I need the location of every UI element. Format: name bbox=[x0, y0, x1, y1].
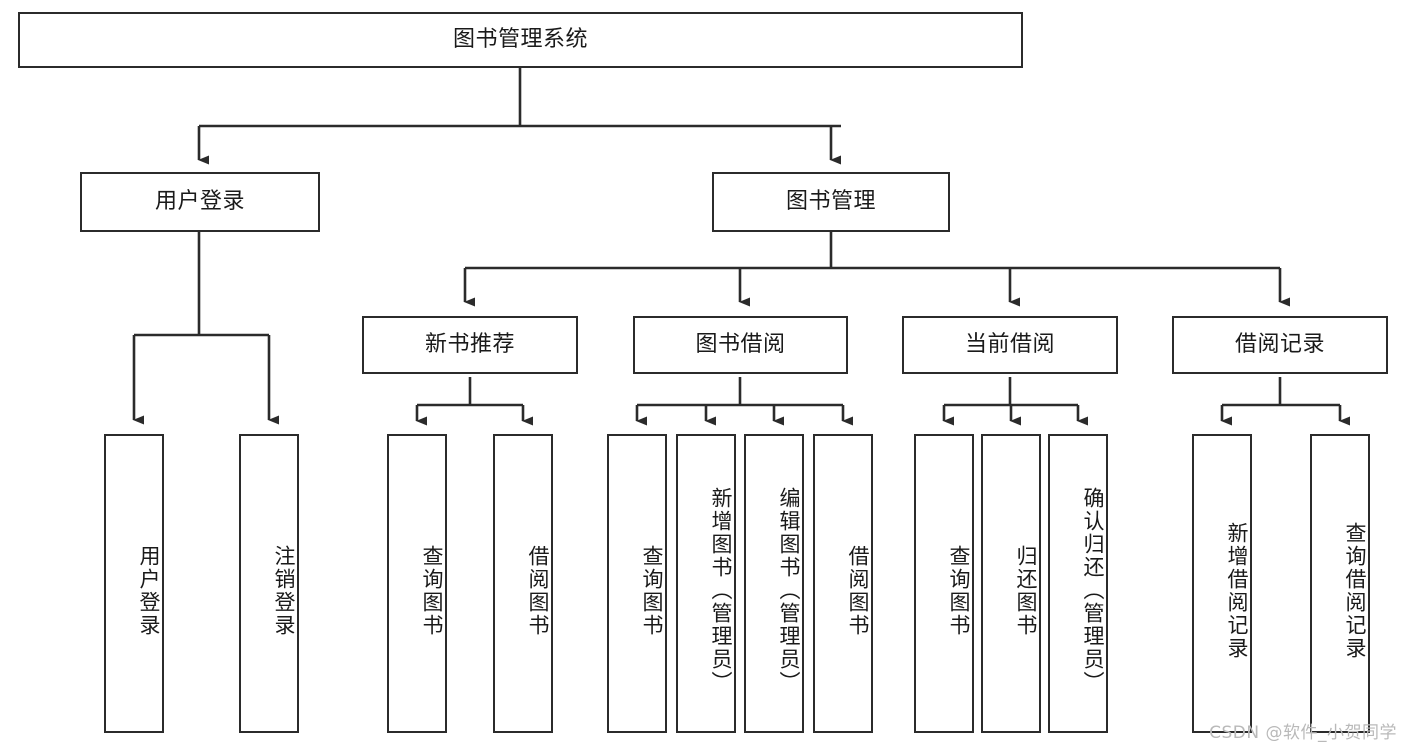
node-label: 用户登录 bbox=[137, 544, 161, 637]
node-book-management[interactable]: 图书管理 bbox=[712, 172, 950, 232]
leaf-borrow-record-add-record[interactable]: 新增借阅记录 bbox=[1192, 434, 1252, 733]
leaf-current-borrow-return-book[interactable]: 归还图书 bbox=[981, 434, 1041, 733]
leaf-current-borrow-confirm-return-admin[interactable]: 确认归还（管理员） bbox=[1048, 434, 1108, 733]
leaf-book-borrow-edit-book-admin[interactable]: 编辑图书（管理员） bbox=[744, 434, 804, 733]
node-label: 归还图书 bbox=[1014, 544, 1038, 637]
leaf-new-book-query-book[interactable]: 查询图书 bbox=[387, 434, 447, 733]
leaf-borrow-record-query-record[interactable]: 查询借阅记录 bbox=[1310, 434, 1370, 733]
node-label: 查询借阅记录 bbox=[1343, 521, 1367, 660]
node-label: 新增借阅记录 bbox=[1225, 521, 1249, 660]
node-label: 借阅记录 bbox=[1234, 331, 1325, 357]
leaf-book-borrow-borrow-book[interactable]: 借阅图书 bbox=[813, 434, 873, 733]
node-label: 图书管理 bbox=[785, 188, 876, 214]
node-label: 图书借阅 bbox=[695, 331, 786, 357]
node-label: 查询图书 bbox=[420, 544, 444, 637]
node-user-login[interactable]: 用户登录 bbox=[80, 172, 320, 232]
node-label: 用户登录 bbox=[154, 188, 245, 214]
node-label: 查询图书 bbox=[947, 544, 971, 637]
node-book-borrow[interactable]: 图书借阅 bbox=[633, 316, 848, 374]
node-label: 图书管理系统 bbox=[452, 26, 588, 52]
node-label: 借阅图书 bbox=[846, 544, 870, 637]
node-label: 查询图书 bbox=[640, 544, 664, 637]
node-label: 注销登录 bbox=[272, 544, 296, 637]
node-current-borrow[interactable]: 当前借阅 bbox=[902, 316, 1118, 374]
node-label: 当前借阅 bbox=[964, 331, 1055, 357]
leaf-book-borrow-query-book[interactable]: 查询图书 bbox=[607, 434, 667, 733]
csdn-watermark: CSDN @软件_小贺同学 bbox=[1209, 723, 1397, 743]
node-new-book-recommend[interactable]: 新书推荐 bbox=[362, 316, 578, 374]
node-label: 编辑图书（管理员） bbox=[777, 487, 801, 694]
node-label: 新增图书（管理员） bbox=[709, 487, 733, 694]
node-label: 确认归还（管理员） bbox=[1081, 487, 1105, 694]
node-label: 借阅图书 bbox=[526, 544, 550, 637]
leaf-new-book-borrow-book[interactable]: 借阅图书 bbox=[493, 434, 553, 733]
node-borrow-record[interactable]: 借阅记录 bbox=[1172, 316, 1388, 374]
leaf-user-login-logout[interactable]: 注销登录 bbox=[239, 434, 299, 733]
node-root-system[interactable]: 图书管理系统 bbox=[18, 12, 1023, 68]
leaf-user-login-login[interactable]: 用户登录 bbox=[104, 434, 164, 733]
leaf-book-borrow-add-book-admin[interactable]: 新增图书（管理员） bbox=[676, 434, 736, 733]
node-label: 新书推荐 bbox=[424, 331, 515, 357]
leaf-current-borrow-query-book[interactable]: 查询图书 bbox=[914, 434, 974, 733]
